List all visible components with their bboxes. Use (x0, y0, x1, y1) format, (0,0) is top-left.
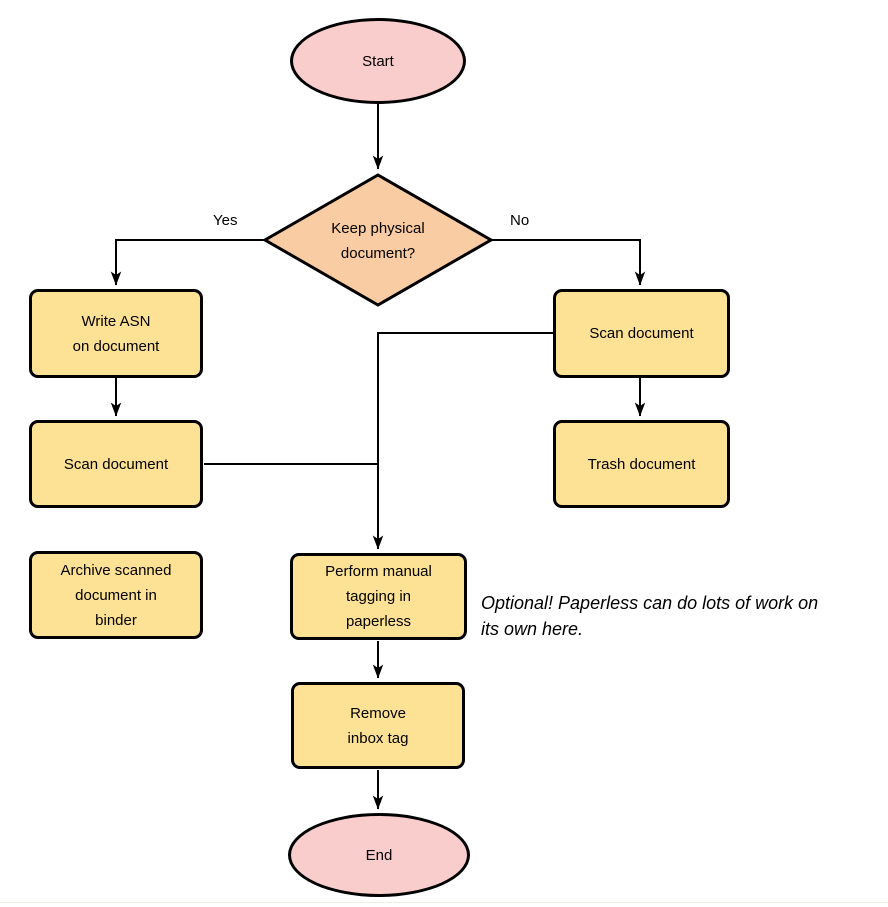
edge-label-no: No (510, 212, 530, 229)
edge-label-yes: Yes (213, 212, 238, 229)
node-trash-document: Trash document (553, 420, 730, 508)
node-scan-document-keep: Scan document (29, 420, 203, 508)
node-archive-label: Archive scanned document in binder (60, 561, 172, 629)
annotation-note: Optional! Paperless can do lots of work … (481, 593, 819, 639)
bottom-divider (0, 902, 888, 903)
node-trash-label: Trash document (587, 455, 696, 473)
node-end-terminator: End (288, 813, 470, 897)
node-remove-inbox-label: Remove inbox tag (347, 704, 409, 747)
node-write-asn: Write ASN on document (29, 289, 203, 378)
node-write-asn-label: Write ASN on document (72, 312, 160, 355)
node-remove-inbox-tag: Remove inbox tag (291, 682, 465, 769)
decision-diamond-shape (261, 173, 495, 307)
node-start-terminator: Start (290, 18, 466, 104)
node-tagging-label: Perform manual tagging in paperless (325, 563, 432, 630)
node-scan-discard-label: Scan document (589, 325, 694, 342)
node-start-label: Start (362, 52, 394, 70)
edge-scan-discard-tagging (372, 332, 553, 550)
node-scan-document-discard: Scan document (553, 289, 730, 378)
node-decision-label: Keep physical document? (331, 220, 425, 262)
edge-decision-write-asn (110, 239, 265, 286)
node-scan-keep-label: Scan document (63, 455, 169, 473)
node-end-label: End (365, 846, 393, 864)
node-manual-tagging: Perform manual tagging in paperless (290, 553, 467, 640)
node-archive-binder: Archive scanned document in binder (29, 551, 203, 639)
node-decision-keep-physical-document: Keep physical document? (278, 200, 478, 282)
edge-decision-scan-discard (491, 239, 646, 286)
